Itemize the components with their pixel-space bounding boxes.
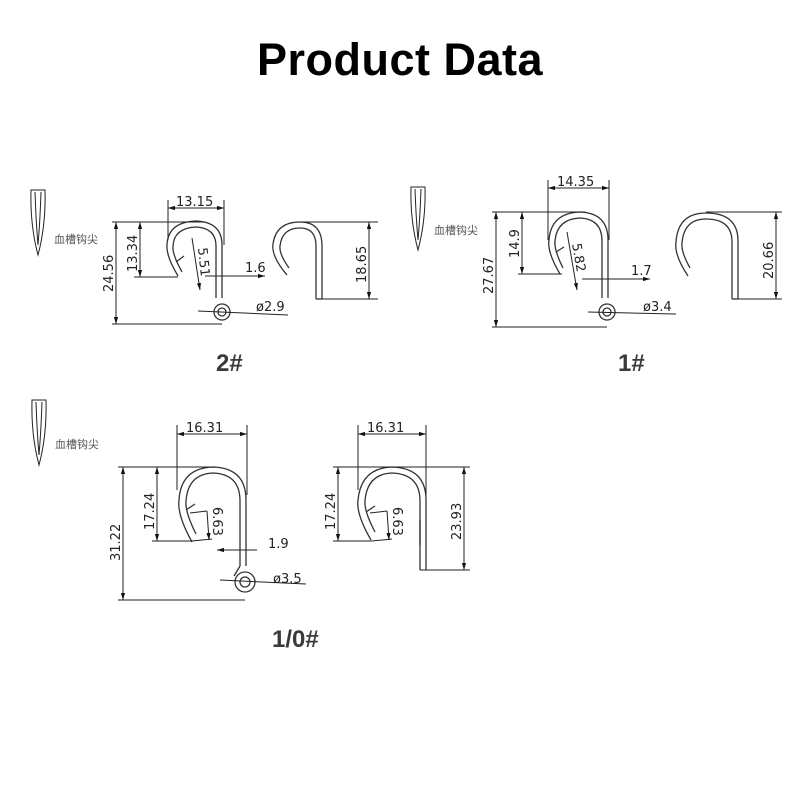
tip-label: 血槽钩尖 — [434, 223, 478, 237]
dim-side-length: 20.66 — [762, 242, 777, 279]
dim-side-throat-depth: 17.24 — [324, 493, 339, 530]
dim-wire: 1.6 — [245, 261, 266, 276]
size-label-2: 2# — [216, 350, 243, 377]
dim-total-length: 24.56 — [102, 255, 117, 292]
hook-side-view — [272, 221, 378, 300]
dimension-lines — [492, 180, 677, 328]
hook-side-view — [675, 211, 782, 300]
dim-eye: ø3.5 — [273, 572, 302, 587]
hook-2-group: 血槽钩尖 13.15 24.56 13.34 5.51 1.6 ø2.9 — [30, 189, 378, 325]
dim-wire: 1.7 — [631, 264, 652, 279]
tip-label: 血槽钩尖 — [55, 437, 99, 451]
dimension-lines — [112, 200, 289, 325]
dim-total-length: 27.67 — [482, 257, 497, 294]
tip-label: 血槽钩尖 — [54, 232, 98, 246]
dim-barb: 5.51 — [194, 247, 212, 277]
dim-side-barb: 6.63 — [389, 507, 404, 536]
dim-throat-depth: 17.24 — [143, 493, 158, 530]
page-title: Product Data — [256, 34, 544, 85]
dim-throat-depth: 14.9 — [508, 229, 523, 258]
dim-side-length: 18.65 — [355, 246, 370, 283]
dim-barb: 6.63 — [209, 507, 224, 536]
dim-gap-width: 16.31 — [186, 421, 223, 436]
dim-eye: ø2.9 — [256, 300, 285, 315]
tip-icon — [31, 399, 47, 467]
tip-icon — [30, 189, 46, 257]
dim-side-gap-width: 16.31 — [367, 421, 404, 436]
dim-total-length: 31.22 — [109, 524, 124, 561]
dim-eye: ø3.4 — [643, 300, 672, 315]
dimension-lines — [118, 425, 307, 601]
tip-icon — [410, 186, 426, 252]
dim-barb: 5.82 — [568, 242, 588, 273]
dim-gap-width: 14.35 — [557, 175, 594, 190]
dim-wire: 1.9 — [268, 537, 289, 552]
hook-side-view — [333, 425, 470, 571]
hook-1-0-group: 血槽钩尖 16.31 31.22 17.24 6.63 — [31, 399, 470, 601]
size-label-1-0: 1/0# — [272, 626, 319, 653]
size-label-1: 1# — [618, 350, 645, 377]
hook-1-group: 血槽钩尖 14.35 27.67 14.9 5.82 1.7 ø3.4 — [410, 175, 782, 328]
dim-gap-width: 13.15 — [176, 195, 213, 210]
dim-throat-depth: 13.34 — [126, 235, 141, 272]
hook-main — [178, 466, 256, 593]
dim-side-length: 23.93 — [450, 503, 465, 540]
